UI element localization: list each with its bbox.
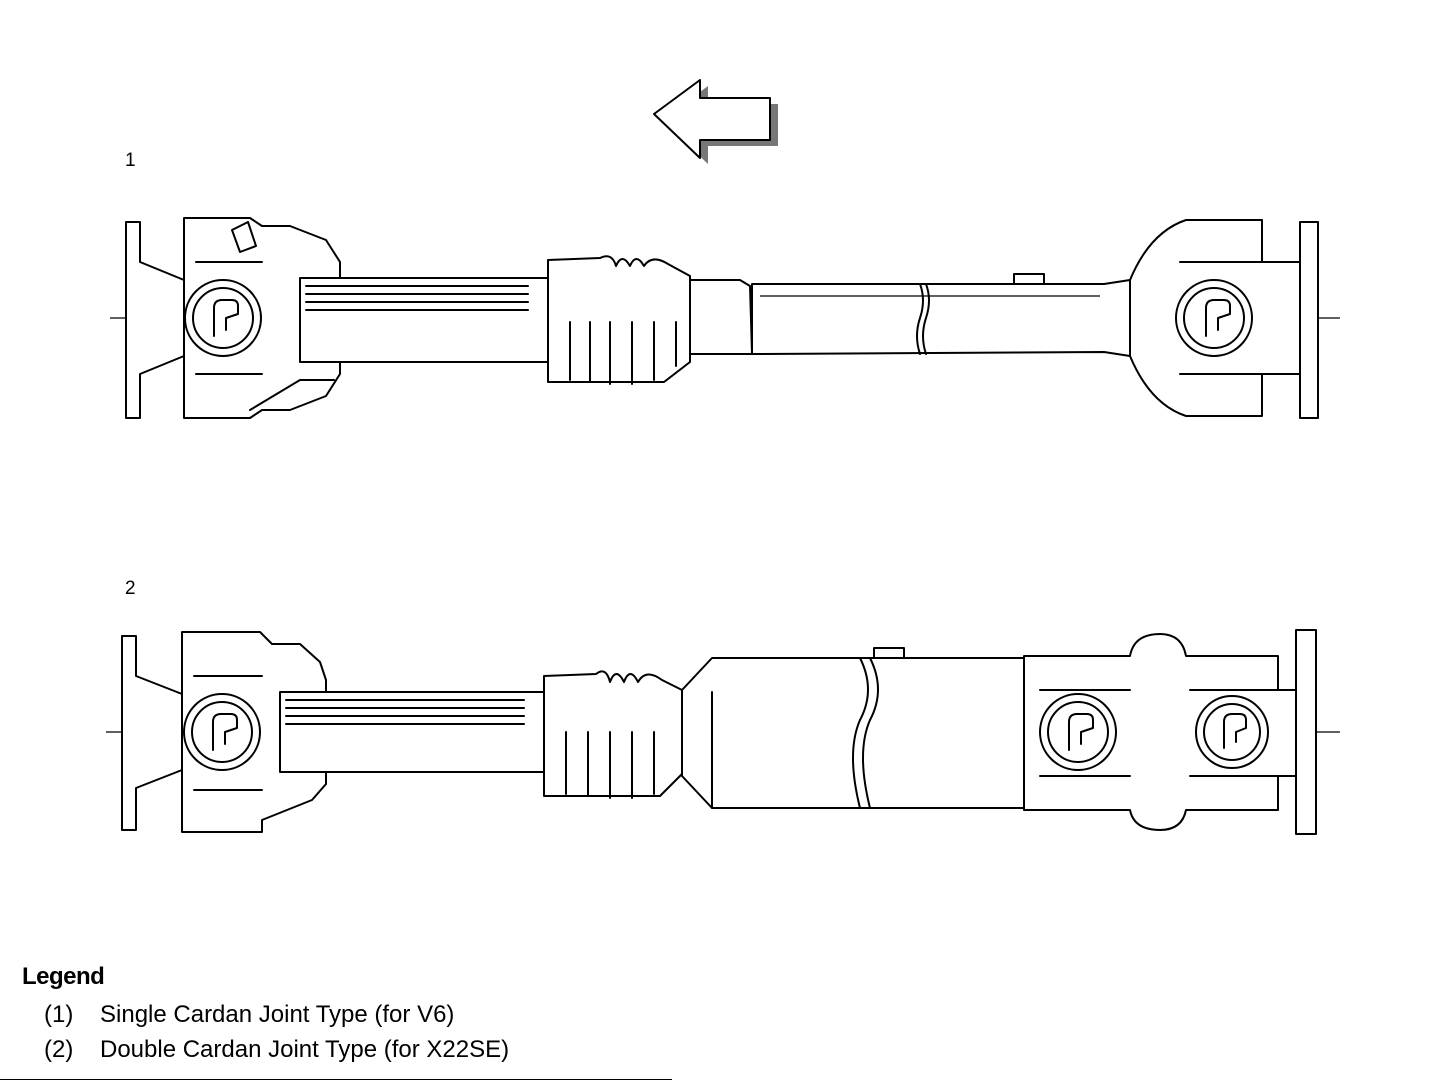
callout-2: 2 — [125, 578, 136, 599]
legend-item-text: Single Cardan Joint Type (for V6) — [100, 1001, 455, 1028]
legend-divider — [0, 1079, 672, 1080]
legend-item-number: (1) — [44, 1001, 74, 1028]
legend-item: (2) Double Cardan Joint Type (for X22SE) — [22, 1032, 682, 1067]
legend-item-number: (2) — [44, 1036, 74, 1063]
left-arrow-icon — [653, 79, 778, 164]
legend-item-text: Double Cardan Joint Type (for X22SE) — [100, 1036, 510, 1063]
callout-1: 1 — [125, 150, 136, 171]
legend: Legend (1) Single Cardan Joint Type (for… — [0, 963, 682, 1080]
shaft-1-single-cardan — [110, 217, 1340, 419]
legend-item: (1) Single Cardan Joint Type (for V6) — [22, 997, 682, 1032]
legend-title: Legend — [22, 963, 105, 990]
shaft-2-double-cardan — [106, 629, 1340, 835]
